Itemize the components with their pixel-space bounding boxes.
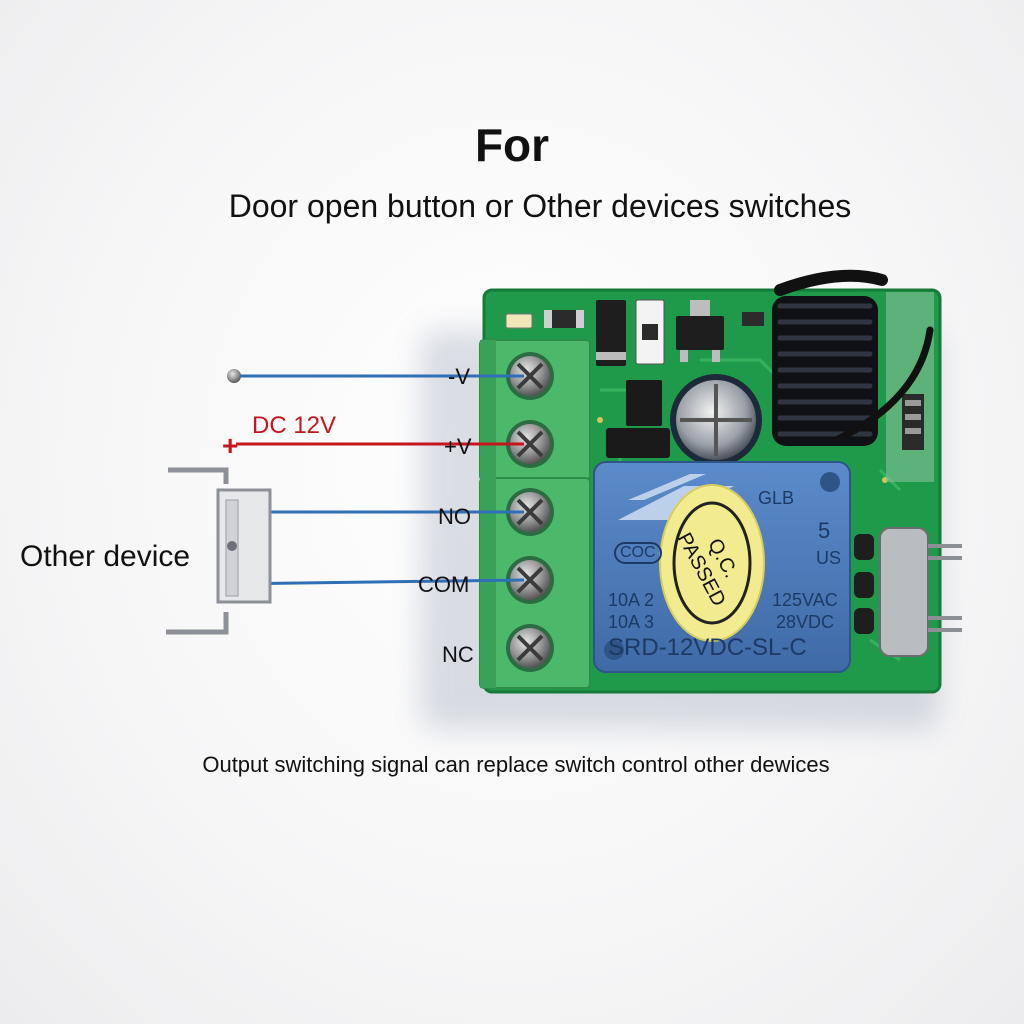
relay-digit: 5: [818, 518, 831, 543]
smd-small-resistor: [742, 312, 764, 326]
relay-rating-2-right: 28VDC: [776, 612, 835, 632]
relay-coc-mark: COC: [614, 542, 662, 564]
wiring: [225, 374, 525, 586]
ic-chip: [626, 380, 662, 426]
plus-sign: +: [222, 430, 239, 461]
qc-passed-sticker: [659, 484, 765, 642]
terminal-screw-3: [506, 556, 554, 604]
terminal-label-no: NO: [438, 504, 471, 529]
dc-supply-label: DC 12V: [252, 412, 337, 439]
terminal-label-plus-v: +V: [444, 434, 472, 459]
relay-brand: GLB: [758, 488, 795, 508]
smd-diode-black: [606, 428, 670, 458]
page-title: For: [474, 119, 550, 171]
terminal-screw-0: [506, 352, 554, 400]
wire-com-3: [225, 578, 525, 586]
capacitor-component: [670, 374, 762, 466]
antenna-coil: [772, 269, 934, 446]
side-resistors: [854, 534, 874, 634]
transistor-component: [635, 299, 665, 365]
bottom-caption: Output switching signal can replace swit…: [202, 752, 830, 777]
terminal-screw-4: [506, 624, 554, 672]
crystal-oscillator: [879, 527, 962, 657]
other-device-switch: [166, 467, 272, 635]
terminal-label-com: COM: [418, 572, 470, 597]
relay-model: SRD-12VDC-SL-C: [608, 634, 807, 661]
terminal-screws: [506, 352, 554, 672]
other-device-label: Other device: [20, 540, 191, 573]
terminal-screw-2: [506, 488, 554, 536]
smd-resistor: [544, 310, 584, 328]
terminal-label-minus-v: -V: [448, 364, 470, 389]
smd-led: [505, 313, 533, 329]
relay-rating-1: 10A 2: [608, 590, 655, 610]
wire-end-terminal: [227, 369, 241, 383]
terminal-screw-1: [506, 420, 554, 468]
relay-rating-1-right: 125VAC: [772, 590, 838, 610]
relay-rating-2: 10A 3: [608, 612, 655, 632]
terminal-label-nc: NC: [442, 642, 474, 667]
diode-component: [596, 300, 626, 366]
regulator-chip: [676, 300, 724, 362]
page-subtitle: Door open button or Other devices switch…: [228, 188, 852, 224]
relay-us-mark: US: [816, 548, 842, 568]
